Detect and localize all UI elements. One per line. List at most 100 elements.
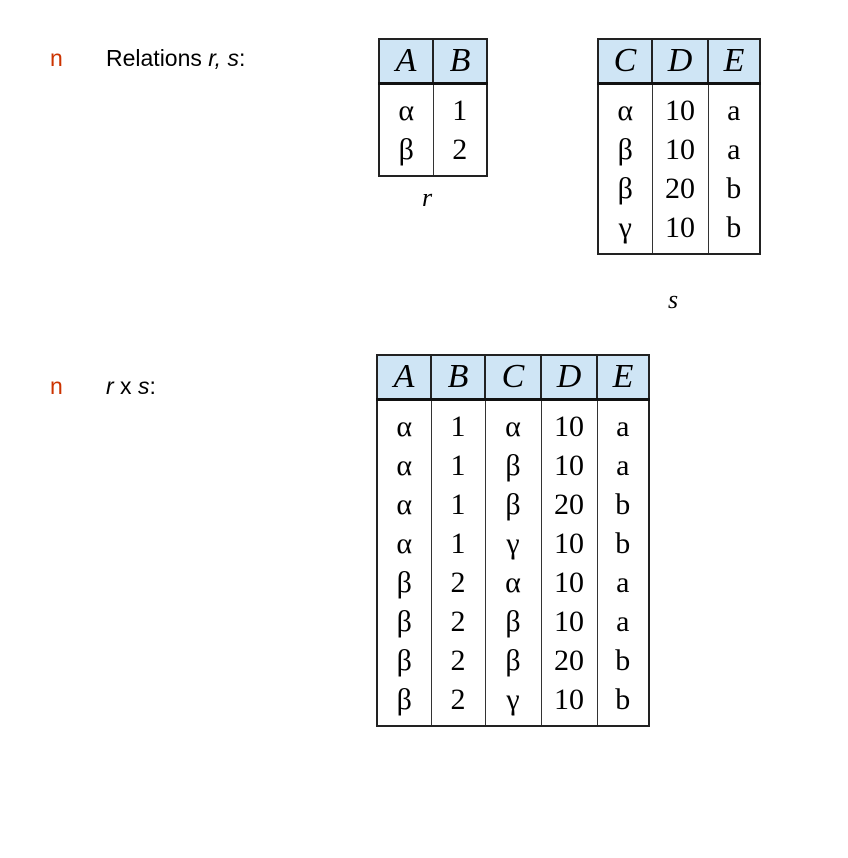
column-header: A bbox=[376, 354, 432, 401]
table-cell: b bbox=[596, 641, 650, 680]
table-cell: a bbox=[707, 83, 761, 130]
table-cell: 20 bbox=[540, 485, 598, 524]
bullet-text-suffix: : bbox=[149, 373, 156, 399]
bullet-text-middle: x bbox=[113, 373, 138, 399]
table-cell: 1 bbox=[432, 83, 488, 130]
table-cell: β bbox=[484, 485, 542, 524]
table-cell: b bbox=[707, 208, 761, 254]
table-cell: b bbox=[596, 680, 650, 726]
table-cell: 20 bbox=[651, 169, 709, 208]
bullet-text: r x s: bbox=[106, 373, 156, 400]
table-cell: 1 bbox=[430, 485, 486, 524]
table-cell: α bbox=[484, 399, 542, 446]
table-cell: 10 bbox=[540, 399, 598, 446]
column-header: A bbox=[378, 38, 434, 85]
bullet-text-emph: r bbox=[106, 373, 114, 399]
table-cell: β bbox=[484, 641, 542, 680]
table-cell: 1 bbox=[430, 399, 486, 446]
table-cell: 10 bbox=[540, 446, 598, 485]
table-cell: 10 bbox=[540, 680, 598, 726]
table-cell: β bbox=[376, 602, 432, 641]
column-header: C bbox=[484, 354, 542, 401]
table-cell: a bbox=[707, 130, 761, 169]
table-cell: 2 bbox=[430, 602, 486, 641]
table-cell: 2 bbox=[432, 130, 488, 176]
table-cell: a bbox=[596, 563, 650, 602]
column-header: B bbox=[432, 38, 488, 85]
table-cell: β bbox=[484, 446, 542, 485]
column-header: D bbox=[540, 354, 598, 401]
table-cell: α bbox=[378, 83, 434, 130]
table-cell: γ bbox=[484, 680, 542, 726]
table-cell: β bbox=[376, 563, 432, 602]
bullet-relations: n Relations r, s: bbox=[50, 45, 245, 72]
table-cell: 2 bbox=[430, 563, 486, 602]
table-cell: α bbox=[376, 485, 432, 524]
table-cell: α bbox=[376, 524, 432, 563]
table-cell: 10 bbox=[540, 563, 598, 602]
table-cell: γ bbox=[484, 524, 542, 563]
relation-s-label: s bbox=[668, 285, 679, 314]
table-cell: α bbox=[597, 83, 653, 130]
bullet-cartesian: n r x s: bbox=[50, 373, 156, 400]
table-cell: 10 bbox=[540, 524, 598, 563]
table-cell: β bbox=[597, 169, 653, 208]
table-cell: a bbox=[596, 446, 650, 485]
table-cell: α bbox=[484, 563, 542, 602]
bullet-text-emph: r, s bbox=[208, 45, 239, 71]
table-cell: 10 bbox=[651, 208, 709, 254]
table-cell: a bbox=[596, 399, 650, 446]
table-cell: 10 bbox=[651, 130, 709, 169]
bullet-marker: n bbox=[50, 45, 63, 71]
table-cell: γ bbox=[597, 208, 653, 254]
column-header: B bbox=[430, 354, 486, 401]
table-cell: 2 bbox=[430, 641, 486, 680]
table-cell: β bbox=[378, 130, 434, 176]
table-cell: β bbox=[376, 641, 432, 680]
table-cell: a bbox=[596, 602, 650, 641]
table-cell: 2 bbox=[430, 680, 486, 726]
table-cell: 1 bbox=[430, 524, 486, 563]
table-cell: β bbox=[597, 130, 653, 169]
column-header: E bbox=[707, 38, 761, 85]
column-header: E bbox=[596, 354, 650, 401]
table-cell: 1 bbox=[430, 446, 486, 485]
table-cell: β bbox=[376, 680, 432, 726]
bullet-text-suffix: : bbox=[238, 45, 246, 71]
table-cell: β bbox=[484, 602, 542, 641]
relation-r-label: r bbox=[422, 183, 433, 212]
table-cell: b bbox=[596, 524, 650, 563]
table-cell: b bbox=[596, 485, 650, 524]
table-cell: 10 bbox=[540, 602, 598, 641]
column-header: C bbox=[597, 38, 653, 85]
bullet-text-prefix: Relations bbox=[106, 45, 209, 71]
table-cell: 20 bbox=[540, 641, 598, 680]
bullet-marker: n bbox=[50, 373, 63, 399]
column-header: D bbox=[651, 38, 709, 85]
table-cell: α bbox=[376, 446, 432, 485]
table-cell: b bbox=[707, 169, 761, 208]
table-cell: α bbox=[376, 399, 432, 446]
bullet-text: Relations r, s: bbox=[106, 45, 245, 72]
bullet-text-emph2: s bbox=[137, 373, 150, 399]
